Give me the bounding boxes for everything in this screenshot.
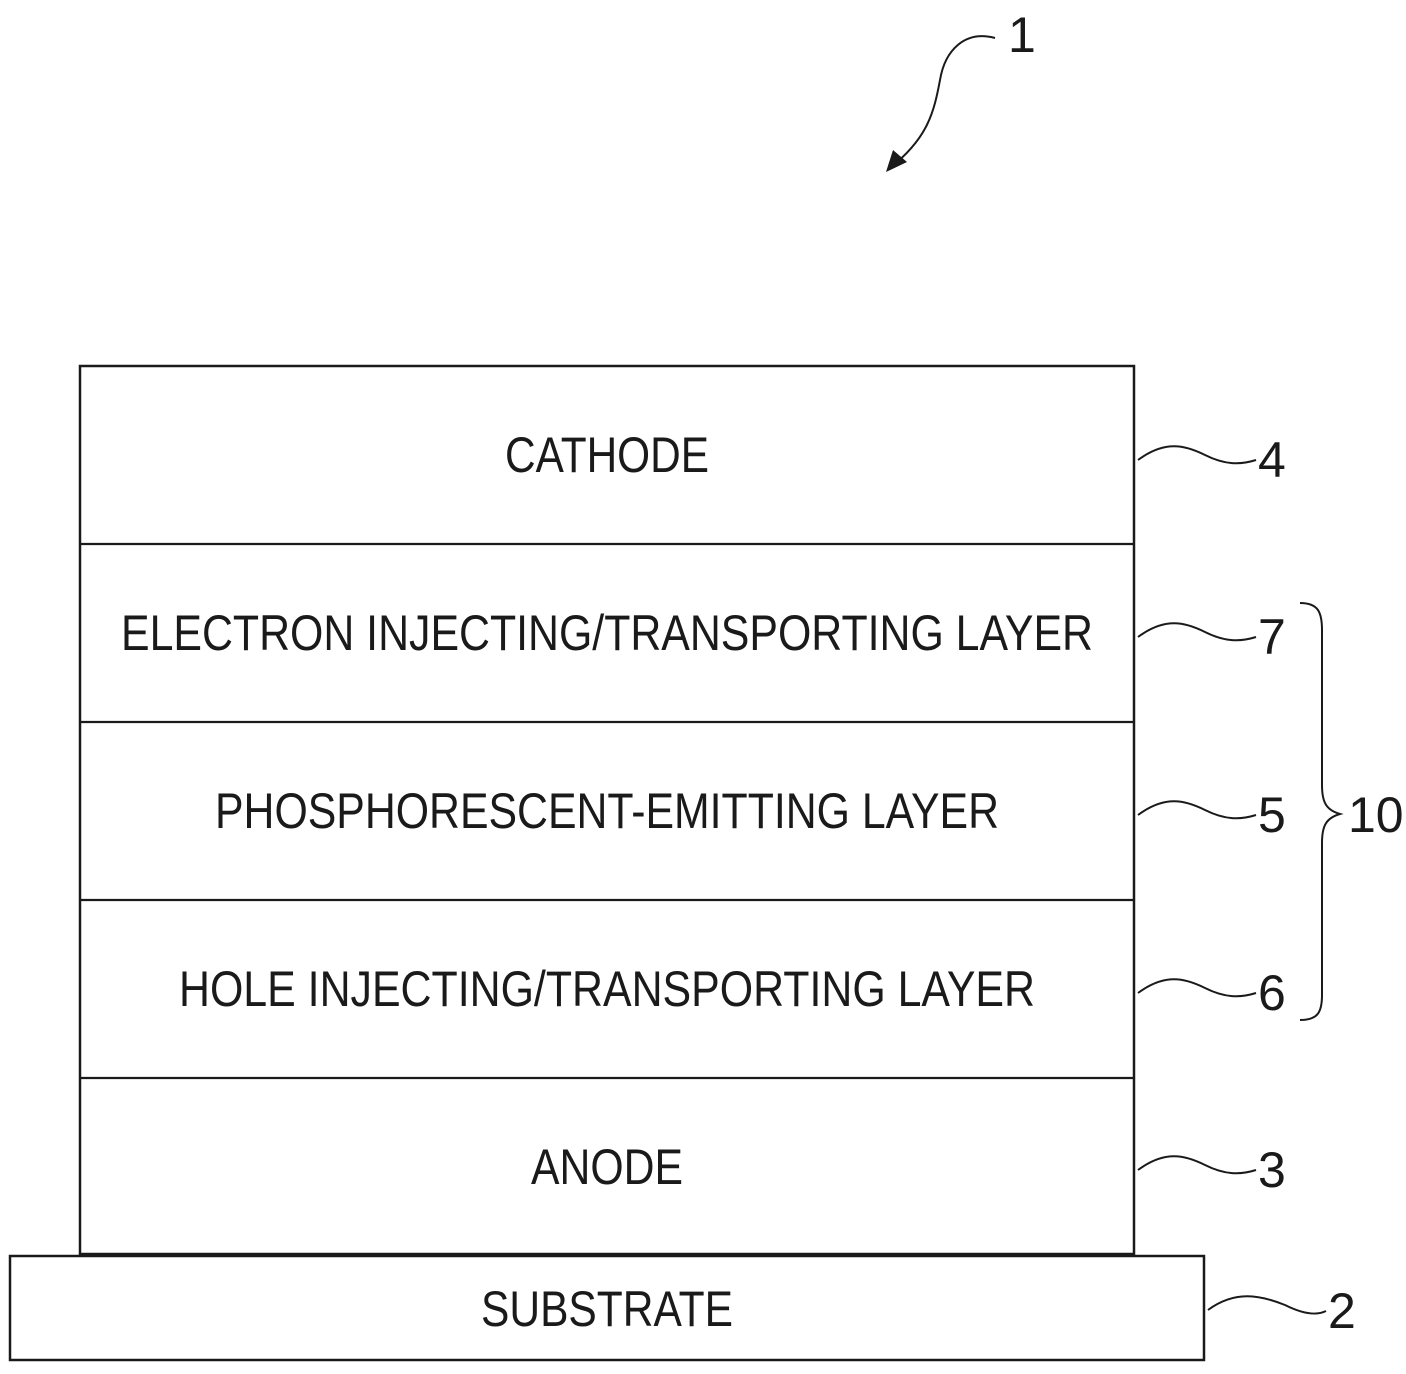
ref-numeral-electron-injecting: 7 — [1258, 609, 1286, 665]
ref-numeral-hole-injecting: 6 — [1258, 965, 1286, 1021]
layer-label-substrate: SUBSTRATE — [481, 1281, 733, 1337]
layer-label-hole-injecting: HOLE INJECTING/TRANSPORTING LAYER — [179, 961, 1035, 1017]
layer-label-phosphorescent-emitting: PHOSPHORESCENT-EMITTING LAYER — [215, 783, 999, 839]
leader-line-substrate — [1208, 1296, 1326, 1313]
leader-line-electron-injecting — [1138, 623, 1256, 640]
ref-numeral-anode: 3 — [1258, 1142, 1286, 1198]
ref-numeral-organic-group: 10 — [1348, 787, 1404, 843]
leader-line-anode — [1138, 1156, 1256, 1173]
figure-arrow-line — [890, 36, 995, 168]
leader-line-phosphorescent-emitting — [1138, 801, 1256, 818]
leader-line-cathode — [1138, 446, 1256, 463]
organic-group-brace — [1300, 603, 1340, 1020]
ref-numeral-phosphorescent-emitting: 5 — [1258, 787, 1286, 843]
figure-reference-numeral: 1 — [1008, 7, 1036, 63]
layer-label-cathode: CATHODE — [505, 427, 709, 483]
ref-numeral-cathode: 4 — [1258, 432, 1286, 488]
ref-numeral-substrate: 2 — [1328, 1283, 1356, 1339]
leader-line-hole-injecting — [1138, 979, 1256, 996]
layer-label-electron-injecting: ELECTRON INJECTING/TRANSPORTING LAYER — [121, 605, 1093, 661]
figure-arrow-head — [886, 150, 907, 172]
layer-label-anode: ANODE — [531, 1139, 683, 1195]
